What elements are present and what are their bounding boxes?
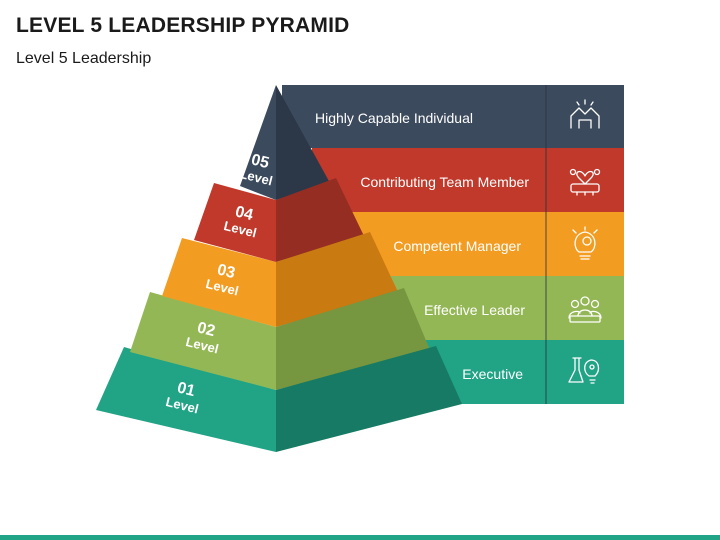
pyramid-level-3-right-face bbox=[276, 232, 398, 327]
pyramid-level-2-left-face bbox=[130, 292, 276, 390]
flask-bulb-icon bbox=[568, 357, 600, 384]
pyramid-level-1-right-face bbox=[276, 346, 462, 452]
group-people-icon bbox=[568, 296, 602, 323]
level-4-number: 04 bbox=[233, 203, 254, 224]
pyramid-level-4-left-face bbox=[194, 183, 276, 262]
level-3-number: 03 bbox=[215, 261, 236, 282]
band-5: Highly Capable Individual bbox=[282, 85, 624, 148]
pyramid-level-5-right-face bbox=[276, 85, 330, 200]
band-3: Competent Manager bbox=[340, 212, 624, 276]
level-2-number: 02 bbox=[195, 319, 216, 340]
team-heart-icon bbox=[569, 168, 601, 196]
band-4-bg bbox=[312, 148, 624, 212]
band-4-label: Contributing Team Member bbox=[360, 174, 529, 190]
pyramid-level-3-left-face bbox=[162, 238, 276, 327]
level-1-number: 01 bbox=[175, 379, 196, 400]
page-title: LEVEL 5 LEADERSHIP PYRAMID bbox=[16, 14, 350, 37]
bottom-accent-bar bbox=[0, 535, 720, 540]
band-5-bg bbox=[282, 85, 624, 148]
band-3-bg bbox=[340, 212, 624, 276]
pyramid-level-5-left-face bbox=[240, 85, 276, 200]
band-1-label: Executive bbox=[462, 366, 523, 382]
band-2-label: Effective Leader bbox=[424, 302, 525, 318]
pyramid-level-2-right-face bbox=[276, 288, 430, 390]
page-subtitle: Level 5 Leadership bbox=[16, 50, 152, 67]
level-5-number: 05 bbox=[249, 151, 270, 172]
pyramid-level-1-left-face bbox=[96, 347, 276, 452]
band-3-label: Competent Manager bbox=[393, 238, 521, 254]
band-4: Contributing Team Member bbox=[312, 148, 624, 212]
hands-house-icon bbox=[570, 99, 600, 129]
band-5-label: Highly Capable Individual bbox=[315, 110, 473, 126]
bulb-gear-icon bbox=[572, 226, 598, 260]
